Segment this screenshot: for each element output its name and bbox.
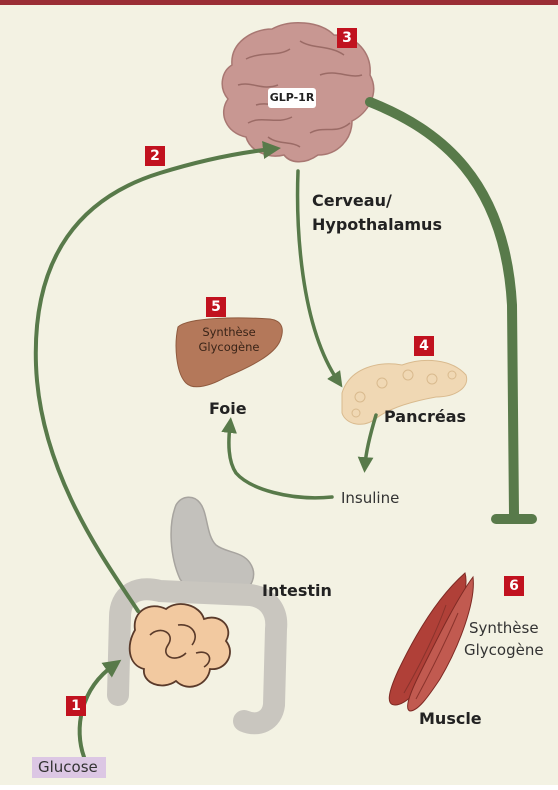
brain-label-line2: Hypothalamus [312,215,442,234]
step-badge-3: 3 [337,28,357,48]
liver-synthesis-line2: Glycogène [180,340,278,355]
intestine-illustration [118,497,276,723]
inhibition-brain-to-muscle [370,102,514,515]
step-badge-6: 6 [504,576,524,596]
muscle-synthesis-line1: Synthèse [469,619,539,637]
intestine-label: Intestin [262,581,332,600]
glucose-label: Glucose [32,757,106,778]
arrow-intestine-to-brain [36,149,272,611]
step-badge-5: 5 [206,297,226,317]
step-badge-1: 1 [66,696,86,716]
step-badge-2: 2 [145,146,165,166]
glp1-receptor-label: GLP-1R [268,88,316,108]
pancreas-label: Pancréas [384,407,466,426]
muscle-illustration [389,573,473,711]
liver-glycogen-synthesis: Synthèse Glycogène [180,325,278,355]
liver-label: Foie [209,399,247,418]
step-badge-4: 4 [414,336,434,356]
insulin-label: Insuline [341,489,399,507]
muscle-label: Muscle [419,709,482,728]
brain-label-line1: Cerveau/ [312,191,392,210]
arrow-insulin-to-liver [229,425,332,498]
liver-synthesis-line1: Synthèse [180,325,278,340]
diagram-artwork [0,5,558,790]
muscle-synthesis-line2: Glycogène [464,641,544,659]
